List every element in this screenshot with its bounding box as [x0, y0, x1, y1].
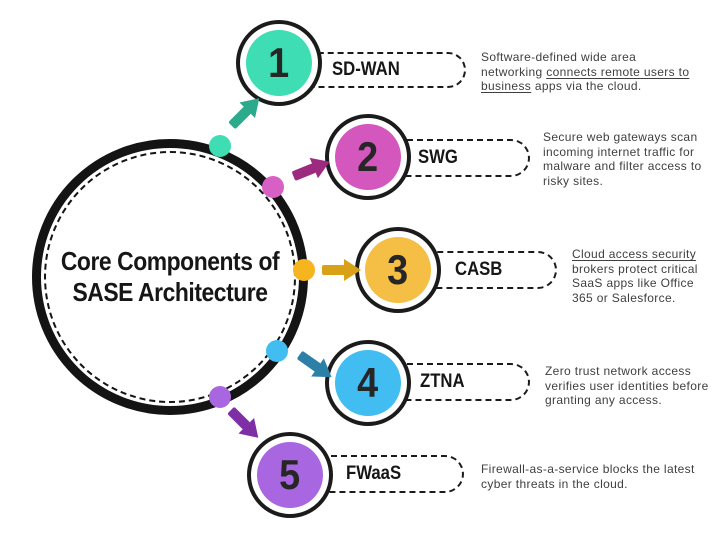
number-circle-fwaas: 5 [247, 432, 333, 518]
component-number-fwaas: 5 [279, 451, 301, 498]
description-line-ztna-0: Zero trust network access [545, 364, 709, 379]
plain-text: Secure web gateways scan [543, 130, 698, 144]
ring-dot-sd-wan [209, 135, 231, 157]
diagram-title-line1: Core Components of [60, 246, 280, 276]
number-circle-casb: 3 [355, 227, 441, 313]
number-circle-ztna: 4 [325, 340, 411, 426]
plain-text: granting any access. [545, 393, 663, 407]
number-circle-fill-sd-wan: 1 [246, 30, 312, 96]
ring-dot-casb [293, 259, 315, 281]
plain-text: Zero trust network access [545, 364, 692, 378]
underlined-text: business [481, 79, 532, 93]
plain-text: cyber threats in the cloud. [481, 476, 628, 491]
plain-text: brokers protect critical [572, 261, 698, 276]
component-label-sd-wan: SD-WAN [332, 59, 400, 80]
number-circle-sd-wan: 1 [236, 20, 322, 106]
plain-text: Software-defined wide area [481, 50, 637, 64]
description-line-swg-1: incoming internet traffic for [543, 145, 702, 160]
plain-text: networking [481, 64, 547, 79]
ring-dot-swg [262, 176, 284, 198]
component-number-casb: 3 [387, 246, 409, 293]
ring-dot-fwaas [209, 386, 231, 408]
plain-text: apps via the cloud. [531, 79, 642, 93]
description-line-casb-3: 365 or Salesforce. [572, 291, 698, 306]
plain-text: incoming internet traffic for [543, 144, 695, 159]
description-line-ztna-2: granting any access. [545, 393, 709, 408]
number-circle-fill-casb: 3 [365, 237, 431, 303]
component-number-swg: 2 [357, 133, 379, 180]
description-line-sd-wan-1: networking connects remote users to [481, 65, 689, 80]
description-line-sd-wan-0: Software-defined wide area [481, 50, 689, 65]
description-line-casb-1: brokers protect critical [572, 262, 698, 277]
arrow-shaft-casb [322, 265, 345, 275]
description-line-swg-3: risky sites. [543, 174, 702, 189]
description-line-swg-0: Secure web gateways scan [543, 130, 702, 145]
description-line-ztna-1: verifies user identities before [545, 379, 709, 394]
description-line-fwaas-0: Firewall-as-a-service blocks the latest [481, 462, 695, 477]
diagram-title-line2: SASE Architecture [72, 277, 268, 307]
description-line-fwaas-1: cyber threats in the cloud. [481, 477, 695, 492]
connector-arrow-icon-casb [322, 259, 361, 281]
number-circle-swg: 2 [325, 114, 411, 200]
number-circle-fill-ztna: 4 [335, 350, 401, 416]
component-label-ztna: ZTNA [420, 371, 465, 392]
number-circle-fill-swg: 2 [335, 124, 401, 190]
plain-text: malware and filter access to [543, 159, 702, 173]
component-label-swg: SWG [418, 147, 458, 168]
component-number-ztna: 4 [357, 359, 379, 406]
component-number-sd-wan: 1 [268, 39, 290, 86]
plain-text: SaaS apps like Office [572, 276, 694, 290]
plain-text: risky sites. [543, 173, 604, 188]
description-line-casb-2: SaaS apps like Office [572, 276, 698, 291]
plain-text: verifies user identities before [545, 378, 709, 393]
underlined-text: connects remote users to [546, 64, 690, 79]
description-line-casb-0: Cloud access security [572, 247, 698, 262]
component-label-fwaas: FWaaS [346, 463, 402, 484]
underlined-text: Cloud access security [572, 247, 697, 261]
connector-arrow-icon-swg [289, 151, 334, 186]
diagram-title: Core Components of SASE Architecture [49, 139, 292, 415]
component-label-casb: CASB [455, 259, 503, 280]
number-circle-fill-fwaas: 5 [257, 442, 323, 508]
arrow-head-casb [344, 259, 361, 281]
description-line-swg-2: malware and filter access to [543, 159, 702, 174]
ring-dot-ztna [266, 340, 288, 362]
plain-text: 365 or Salesforce. [572, 290, 676, 305]
description-line-sd-wan-2: business apps via the cloud. [481, 79, 689, 94]
plain-text: Firewall-as-a-service blocks the latest [481, 462, 695, 476]
